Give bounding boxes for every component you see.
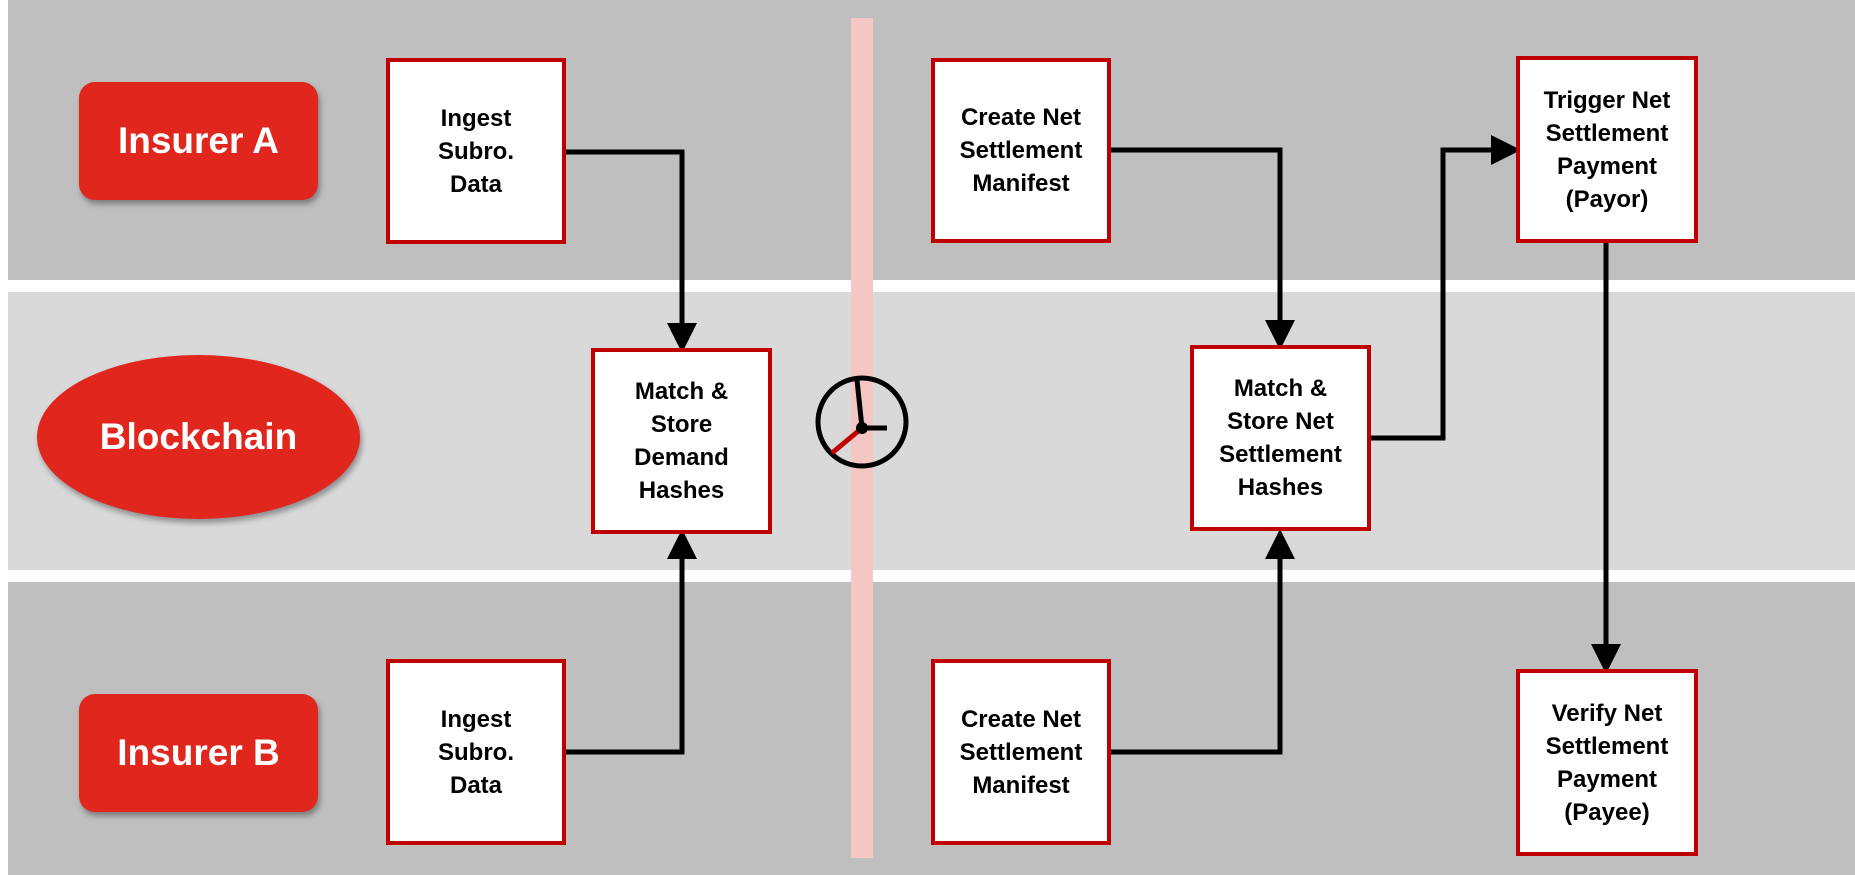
time-divider <box>851 18 873 858</box>
arrow-manifest-b-to-match-net <box>1111 529 1295 755</box>
arrow-match-net-to-trigger <box>1371 135 1521 441</box>
step-match-store-net-settlement-hashes: Match & Store Net Settlement Hashes <box>1190 345 1371 531</box>
step-create-manifest-insurer-a: Create Net Settlement Manifest <box>931 58 1111 243</box>
step-create-manifest-insurer-b: Create Net Settlement Manifest <box>931 659 1111 845</box>
step-ingest-data-insurer-a: Ingest Subro. Data <box>386 58 566 244</box>
step-trigger-net-settlement-payment: Trigger Net Settlement Payment (Payor) <box>1516 56 1698 243</box>
step-verify-net-settlement-payment: Verify Net Settlement Payment (Payee) <box>1516 669 1698 856</box>
arrow-manifest-a-to-match-net <box>1111 147 1295 350</box>
clock-icon <box>815 375 909 469</box>
actor-insurer-b: Insurer B <box>79 694 318 812</box>
step-match-store-demand-hashes: Match & Store Demand Hashes <box>591 348 772 534</box>
arrow-ingest-b-to-match-demand <box>566 529 697 755</box>
arrow-ingest-a-to-match-demand <box>566 149 697 353</box>
actor-insurer-a: Insurer A <box>79 82 318 200</box>
step-ingest-data-insurer-b: Ingest Subro. Data <box>386 659 566 845</box>
actor-blockchain: Blockchain <box>37 355 360 519</box>
